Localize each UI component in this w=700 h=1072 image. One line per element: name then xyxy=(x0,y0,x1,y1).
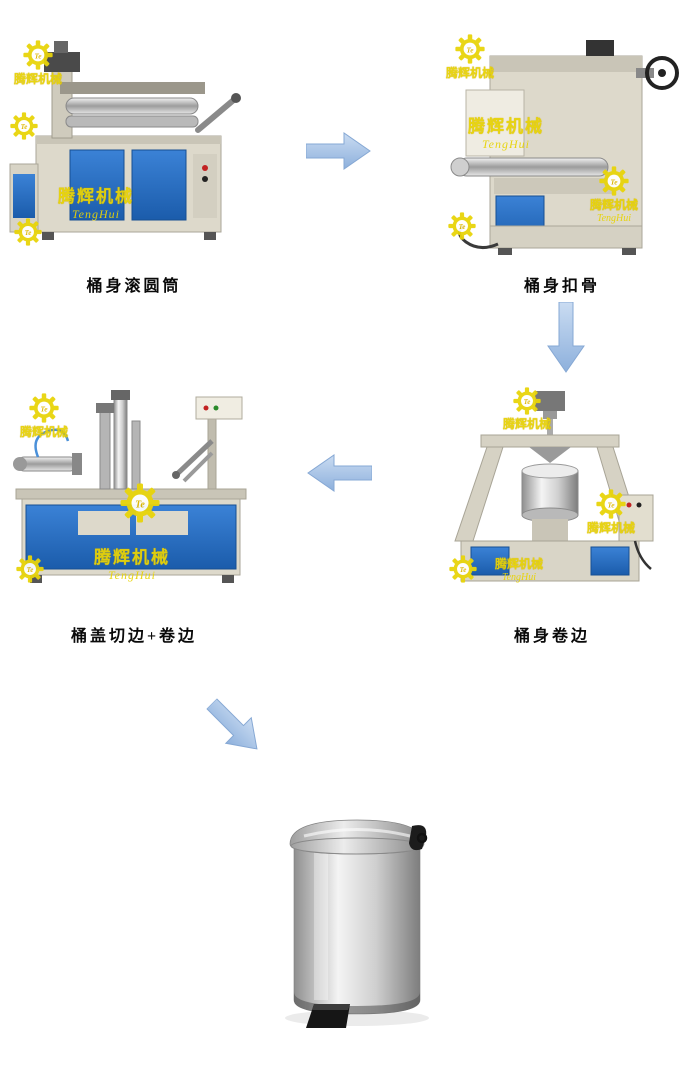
brand-watermark xyxy=(10,112,38,140)
machine-photo-seam-locking: 腾辉机械 腾辉机械 TengHui 腾辉机械 TengHui xyxy=(438,28,686,260)
watermark-brand-cn: 腾辉机械 xyxy=(14,72,63,86)
caption-step-4: 桶盖切边+卷边 xyxy=(70,628,198,645)
brand-watermark xyxy=(16,555,44,583)
gear-logo-icon xyxy=(449,555,477,583)
watermark-brand-cn: 腾辉机械 xyxy=(468,117,544,136)
brand-watermark: 腾辉机械 TengHui xyxy=(590,166,638,224)
brand-watermark xyxy=(448,212,476,240)
watermark-brand-cn: 腾辉机械 xyxy=(587,521,636,535)
right-arrow-icon xyxy=(306,132,371,170)
brand-watermark: 腾辉机械 xyxy=(14,40,62,87)
brand-watermark: 腾辉机械 TengHui xyxy=(495,555,543,583)
watermark-brand-cn: 腾辉机械 xyxy=(94,548,170,567)
gear-logo-icon xyxy=(16,555,44,583)
brand-watermark: 腾辉机械 TengHui xyxy=(468,112,544,152)
pedal-trash-bin-illustration xyxy=(285,819,429,1028)
gear-logo-icon xyxy=(596,489,626,519)
brand-watermark xyxy=(120,483,160,523)
watermark-brand-cn: 腾辉机械 xyxy=(495,557,544,571)
gear-logo-icon xyxy=(513,387,541,415)
brand-watermark: 腾辉机械 TengHui xyxy=(58,182,134,222)
gear-logo-icon xyxy=(455,34,485,64)
flow-arrow-down xyxy=(545,302,587,374)
gear-logo-icon xyxy=(14,218,42,246)
watermark-brand-en: TengHui xyxy=(596,213,632,224)
watermark-brand-en: TengHui xyxy=(108,568,156,582)
watermark-brand-cn: 腾辉机械 xyxy=(20,425,69,439)
watermark-brand-en: TengHui xyxy=(482,137,530,151)
flow-arrow-left xyxy=(306,452,372,494)
watermark-brand-cn: 腾辉机械 xyxy=(58,187,134,206)
gear-logo-icon xyxy=(10,112,38,140)
down-arrow-icon xyxy=(547,302,585,373)
caption-step-1: 桶身滚圆筒 xyxy=(86,278,182,295)
gear-logo-icon xyxy=(23,40,53,70)
machine-photo-lid-trimming-curling: 腾辉机械 腾辉机械 TengHui xyxy=(8,383,260,601)
caption-step-2: 桶身扣骨 xyxy=(523,278,600,295)
body-curling-machine-illustration xyxy=(454,391,654,582)
flow-arrow-right xyxy=(306,130,372,172)
seam-locking-machine-illustration xyxy=(450,40,679,255)
watermark-brand-cn: 腾辉机械 xyxy=(590,198,639,212)
gear-logo-icon xyxy=(599,166,629,196)
machine-photo-roll-rounding: 腾辉机械 腾辉机械 TengHui xyxy=(8,36,260,258)
watermark-brand-en: TengHui xyxy=(501,572,537,583)
gear-logo-icon xyxy=(448,212,476,240)
brand-watermark: 腾辉机械 xyxy=(587,489,635,536)
brand-watermark: 腾辉机械 xyxy=(503,387,551,432)
flow-arrow-down-right xyxy=(197,689,273,765)
down-right-arrow-icon xyxy=(206,698,258,750)
brand-watermark: 腾辉机械 xyxy=(20,393,68,440)
watermark-brand-cn: 腾辉机械 xyxy=(446,66,495,80)
roll-rounding-machine-illustration xyxy=(9,41,241,240)
left-arrow-icon xyxy=(307,454,372,492)
brand-watermark xyxy=(449,555,477,583)
machine-photo-body-curling: 腾辉机械 腾辉机械 腾辉机械 TengHui xyxy=(443,383,661,601)
gear-logo-icon xyxy=(120,483,160,523)
brand-watermark xyxy=(14,218,42,246)
gear-logo-icon xyxy=(29,393,59,423)
caption-step-3: 桶身卷边 xyxy=(513,628,590,645)
brand-watermark: 腾辉机械 xyxy=(446,34,494,81)
brand-watermark: 腾辉机械 TengHui xyxy=(94,543,170,583)
watermark-brand-en: TengHui xyxy=(72,207,120,221)
product-photo-trash-bin xyxy=(262,788,450,1036)
watermark-brand-cn: 腾辉机械 xyxy=(503,417,552,431)
